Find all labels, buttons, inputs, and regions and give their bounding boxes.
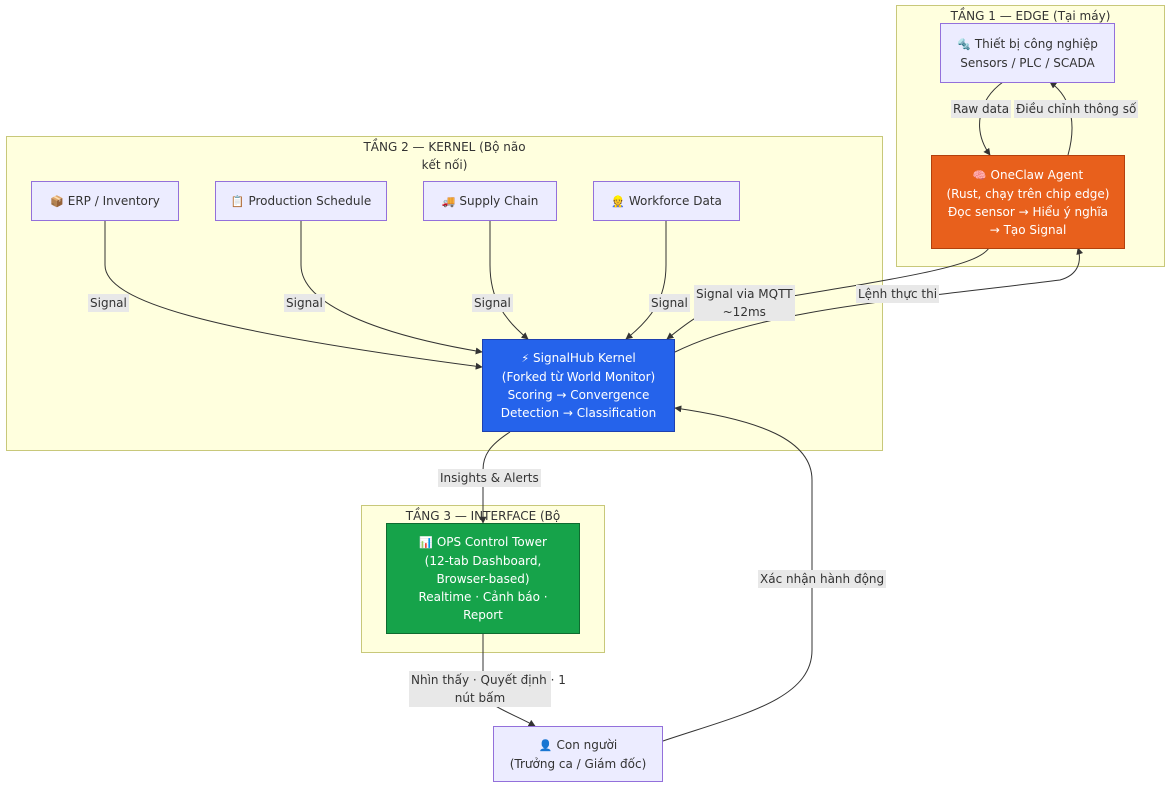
edge-label-signal-workforce: Signal bbox=[649, 294, 690, 312]
node-supply[interactable]: 🚚Supply Chain bbox=[423, 181, 557, 221]
edge-label-raw-data: Raw data bbox=[951, 100, 1012, 118]
edge-prod-signalhub bbox=[300, 221, 483, 355]
edge-oneclaw-signalhub bbox=[666, 247, 990, 340]
edge-raw-data bbox=[979, 81, 1004, 156]
edge-label-signal-prod: Signal bbox=[284, 294, 325, 312]
node-production[interactable]: 📋Production Schedule bbox=[215, 181, 387, 221]
edge-label-adjust: Điều chỉnh thông số bbox=[1014, 100, 1139, 118]
worker-icon: 👷 bbox=[611, 194, 625, 208]
edge-label-command: Lệnh thực thi bbox=[856, 285, 940, 303]
truck-icon: 🚚 bbox=[441, 194, 456, 208]
group-edge-title: TẦNG 1 — EDGE (Tại máy) bbox=[950, 9, 1111, 23]
edge-label-see-decide: Nhìn thấy · Quyết định · 1 nút bấm bbox=[409, 671, 566, 707]
edge-label-insights: Insights & Alerts bbox=[438, 469, 541, 487]
bar-chart-icon: 📊 bbox=[419, 536, 433, 549]
group-kernel-title: TẦNG 2 — KERNEL (Bộ não kết nối) bbox=[363, 140, 526, 172]
edge-label-confirm: Xác nhận hành động bbox=[758, 570, 887, 588]
edge-label-mqtt: Signal via MQTT ~12ms bbox=[694, 285, 795, 321]
edge-human-signalhub bbox=[662, 405, 813, 742]
node-human[interactable]: 👤Con người (Trưởng ca / Giám đốc) bbox=[493, 726, 663, 782]
node-ops[interactable]: 📊OPS Control Tower (12-tab Dashboard, Br… bbox=[386, 523, 580, 634]
edge-workforce-signalhub bbox=[625, 221, 667, 340]
bolt-nut-icon: 🔩 bbox=[957, 37, 971, 51]
node-erp[interactable]: 📦ERP / Inventory bbox=[31, 181, 179, 221]
edge-label-signal-erp: Signal bbox=[88, 294, 129, 312]
node-oneclaw[interactable]: 🧠OneClaw Agent (Rust, chạy trên chip edg… bbox=[931, 155, 1125, 249]
node-device[interactable]: 🔩Thiết bị công nghiệp Sensors / PLC / SC… bbox=[940, 23, 1115, 83]
edge-label-signal-supply: Signal bbox=[472, 294, 513, 312]
edge-supply-signalhub bbox=[489, 221, 529, 340]
lightning-icon: ⚡ bbox=[521, 352, 530, 365]
node-workforce[interactable]: 👷Workforce Data bbox=[593, 181, 740, 221]
brain-icon: 🧠 bbox=[972, 168, 987, 182]
person-icon: 👤 bbox=[538, 738, 553, 752]
edge-signalhub-oneclaw bbox=[674, 247, 1084, 353]
clipboard-icon: 📋 bbox=[230, 194, 245, 208]
edge-erp-signalhub bbox=[104, 221, 483, 370]
edge-adjust bbox=[1049, 81, 1073, 156]
package-icon: 📦 bbox=[50, 194, 64, 208]
node-signalhub[interactable]: ⚡SignalHub Kernel (Forked từ World Monit… bbox=[482, 339, 675, 432]
